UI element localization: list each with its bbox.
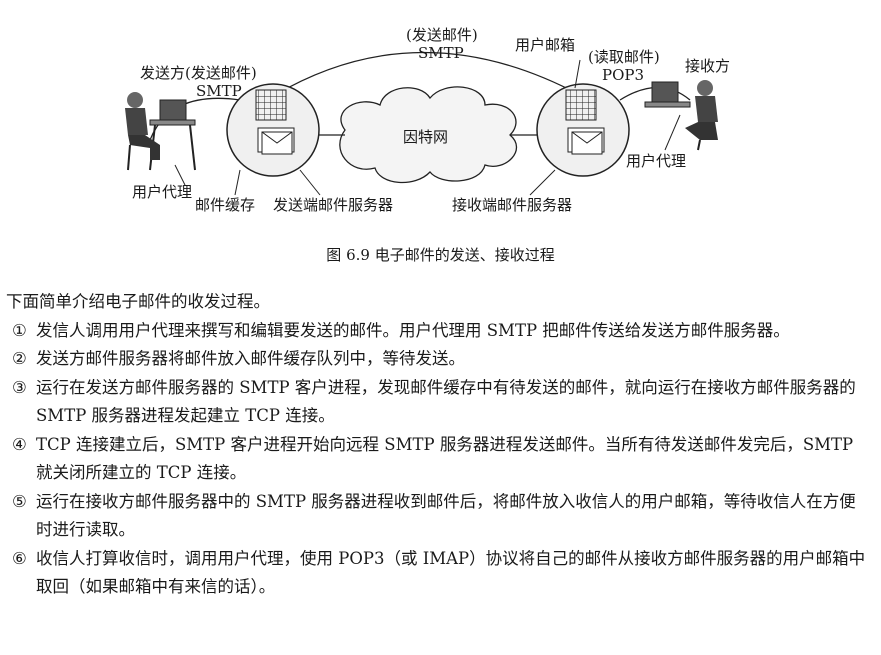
step-text: 运行在接收方邮件服务器中的 SMTP 服务器进程收到邮件后，将邮件放入收信人的用… [36,491,856,540]
top-protocol-label: SMTP [418,44,464,62]
step-text: 运行在发送方邮件服务器的 SMTP 客户进程，发现邮件缓存中有待发送的邮件，就向… [36,377,856,426]
internet-label: 因特网 [403,128,449,146]
user-agent-right-label: 用户代理 [626,152,687,170]
receiver-label: 接收方 [685,57,731,75]
smtp-top-arc [274,51,581,96]
figure-caption: 图 6.9 电子邮件的发送、接收过程 [326,246,555,264]
step-text: 发信人调用用户代理来撰写和编辑要发送的邮件。用户代理用 SMTP 把邮件传送给发… [36,320,790,340]
top-action-label: (发送邮件) [406,26,478,44]
sender-label: 发送方(发送邮件) [140,64,257,82]
step-text: 收信人打算收信时，调用用户代理，使用 POP3（或 IMAP）协议将自己的邮件从… [36,548,866,597]
receiver-person-icon [644,80,718,151]
mailbox-label: 用户邮箱 [515,36,576,54]
diagram-graphics [125,51,718,196]
intro-paragraph: 下面简单介绍电子邮件的收发过程。 [6,292,270,311]
sender-person-icon [125,92,196,171]
step-number: ⑥ [12,548,27,568]
step-number: ② [12,349,27,368]
step-1: ① 发信人调用用户代理来撰写和编辑要发送的邮件。用户代理用 SMTP 把邮件传送给… [6,317,866,346]
step-text: TCP 连接建立后，SMTP 客户进程开始向远程 SMTP 服务器进程发送邮件。… [36,434,854,483]
read-protocol-label: POP3 [602,66,645,84]
step-5: ⑤ 运行在接收方邮件服务器中的 SMTP 服务器进程收到邮件后，将邮件放入收信人的… [6,488,866,545]
step-number: ③ [12,377,27,397]
step-number: ④ [12,434,27,454]
receiver-server-label: 接收端邮件服务器 [452,196,573,214]
sender-server-label: 发送端邮件服务器 [273,196,394,214]
step-6: ⑥ 收信人打算收信时，调用用户代理，使用 POP3（或 IMAP）协议将自己的邮件… [6,545,866,602]
step-number: ① [12,320,27,340]
step-number: ⑤ [12,491,27,511]
article-body: 下面简单介绍电子邮件的收发过程。 ① 发信人调用用户代理来撰写和编辑要发送的邮件。… [6,288,866,602]
step-4: ④ TCP 连接建立后，SMTP 客户进程开始向远程 SMTP 服务器进程发送邮件… [6,431,866,488]
email-flow-diagram: 发送方(发送邮件) SMTP (发送邮件) SMTP 用户邮箱 (读取邮件) P… [0,0,881,270]
read-action-label: (读取邮件) [588,48,660,66]
mail-cache-label: 邮件缓存 [195,196,256,214]
step-3: ③ 运行在发送方邮件服务器的 SMTP 客户进程，发现邮件缓存中有待发送的邮件，就… [6,374,866,431]
sender-protocol-label: SMTP [196,82,242,100]
step-text: 发送方邮件服务器将邮件放入邮件缓存队列中，等待发送。 [36,349,465,368]
step-2: ② 发送方邮件服务器将邮件放入邮件缓存队列中，等待发送。 [6,345,866,374]
user-agent-left-label: 用户代理 [132,183,193,201]
